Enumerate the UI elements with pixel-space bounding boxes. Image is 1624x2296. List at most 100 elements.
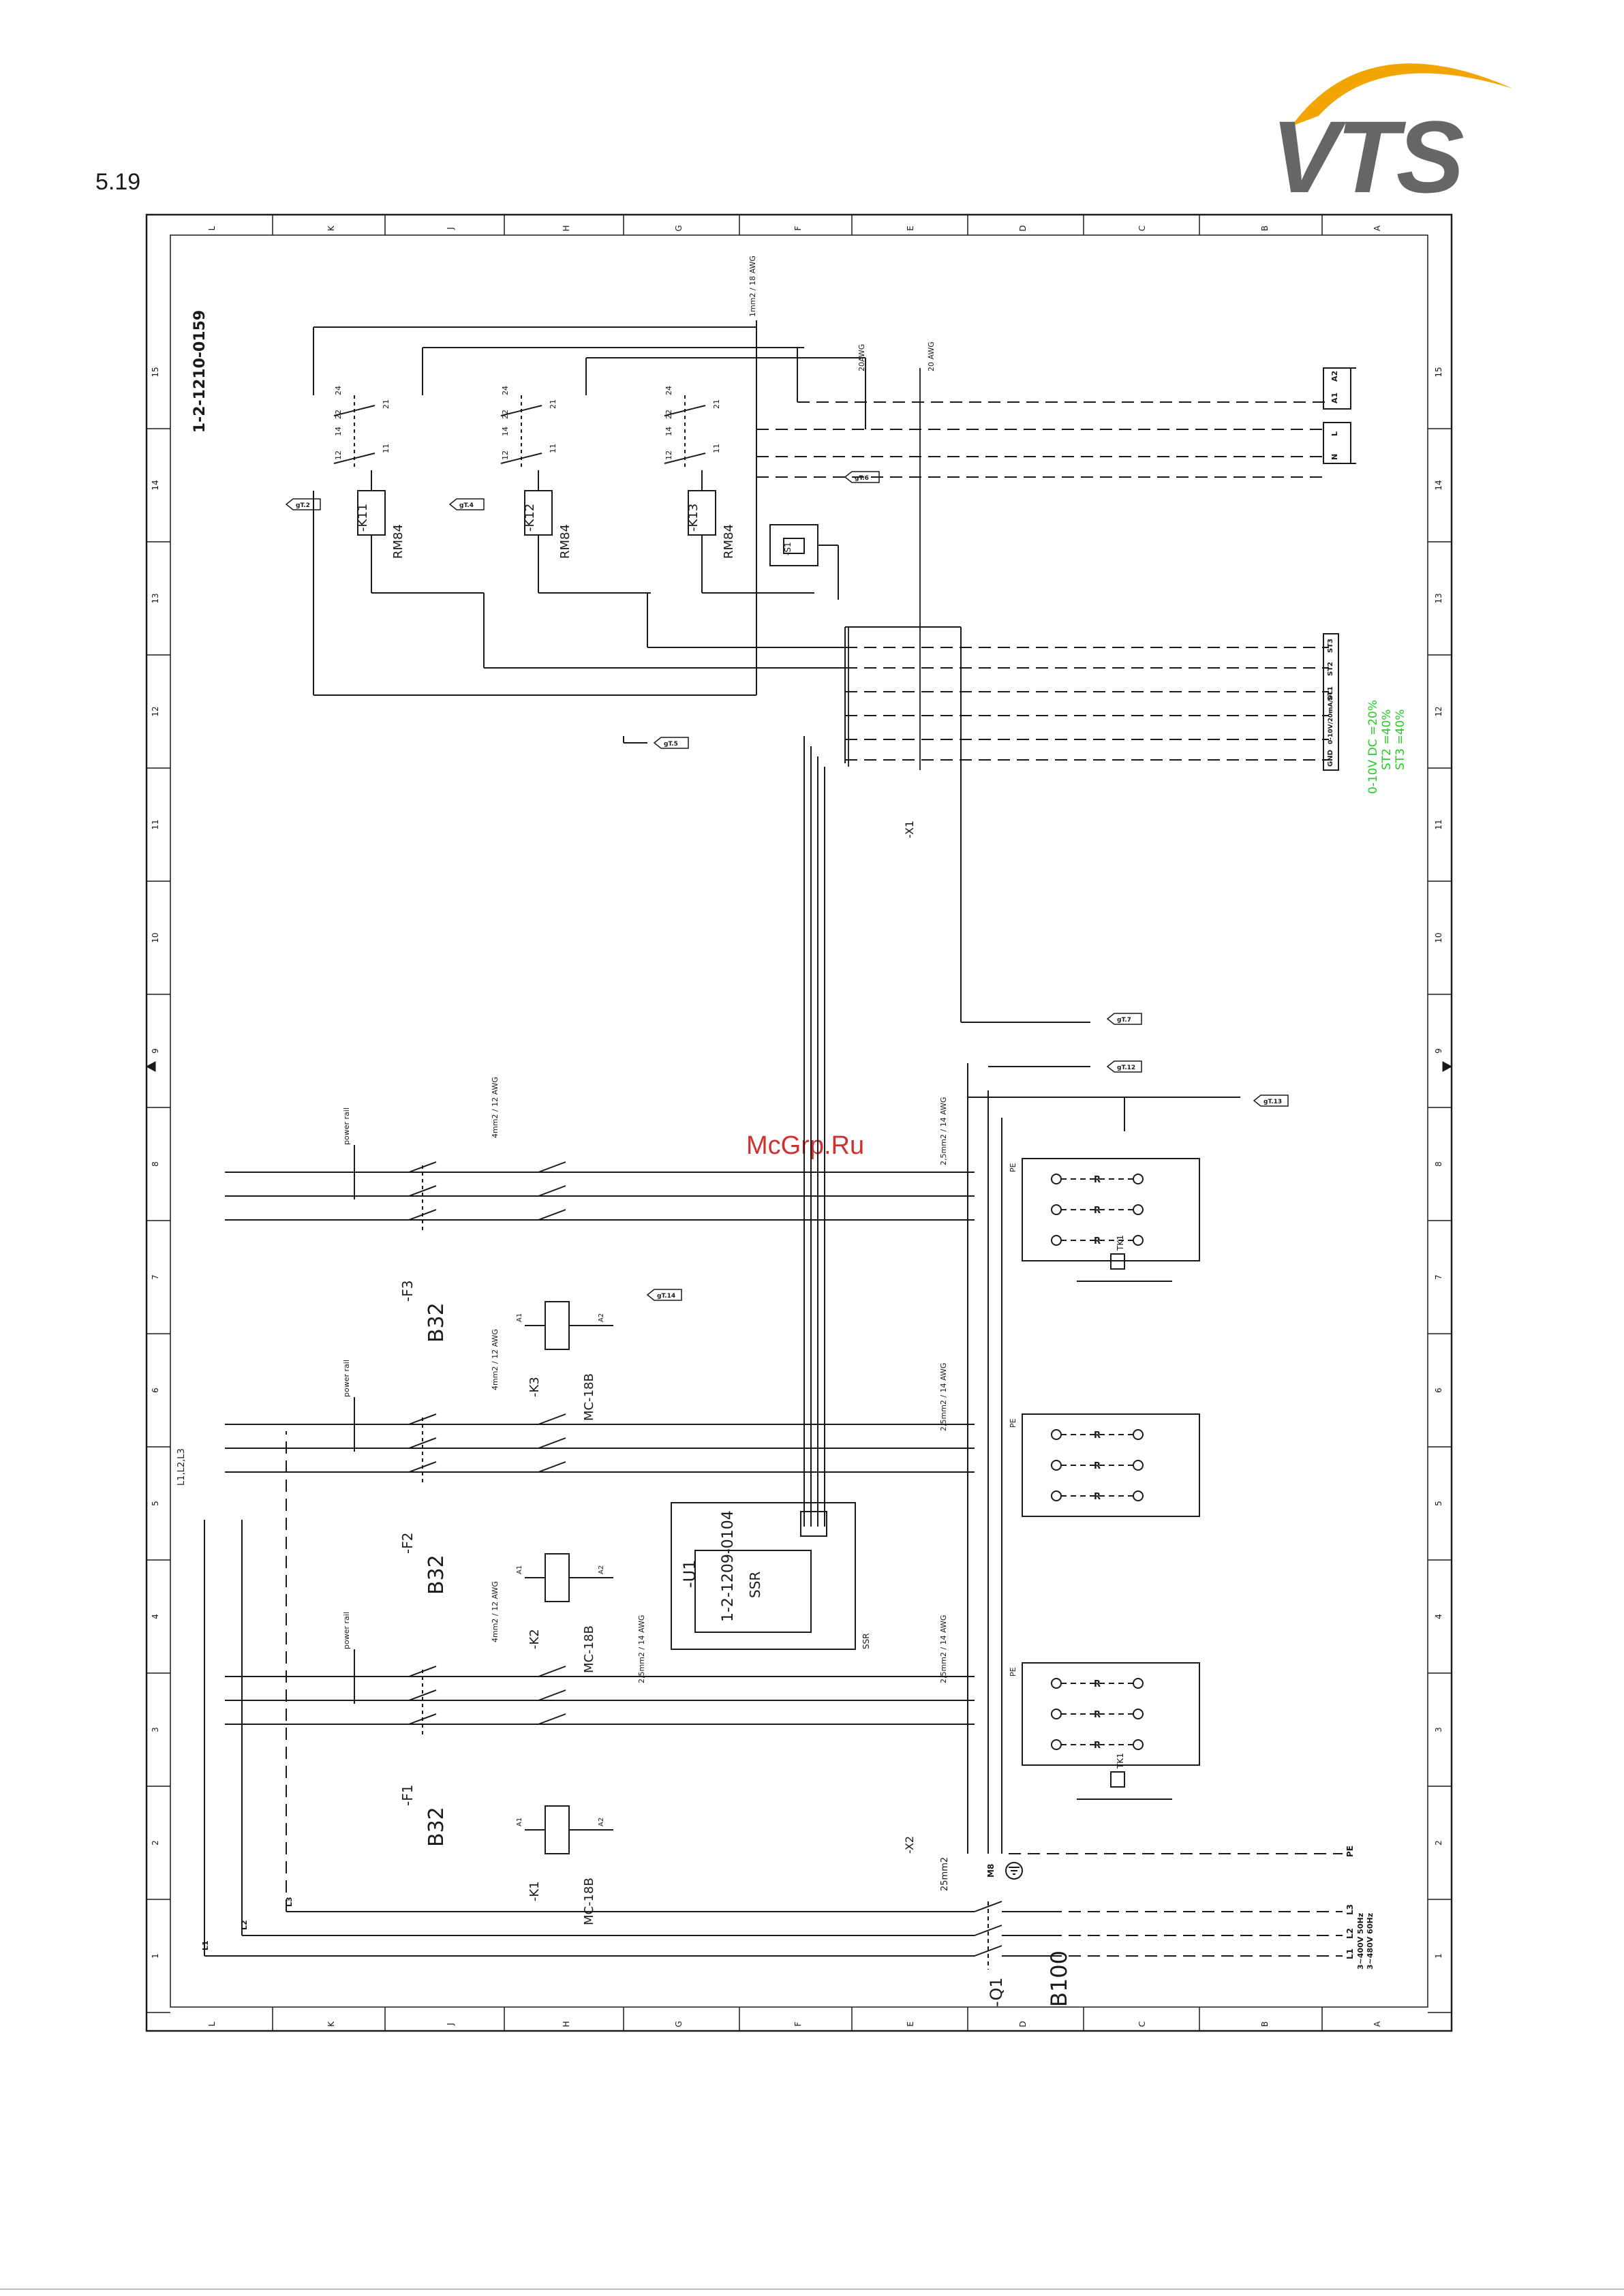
signal-terminal-analog: 0-10V/20mA/DC [1328, 690, 1334, 744]
relay-contact-22-1: 22 [501, 410, 510, 419]
ref-tag-text-2: gT.5 [664, 741, 678, 748]
wire-label-14awg-1: 2,5mm2 / 14 AWG [939, 1363, 948, 1431]
grid-number-left-10: 10 [151, 932, 160, 943]
relay-contact-21-0: 21 [382, 399, 390, 409]
ref-tag-4: gT.7 [1106, 1013, 1142, 1025]
main-feed-wire-label: 25mm2 [940, 1857, 950, 1891]
heater-node-b-1-0 [1133, 1429, 1144, 1440]
mains-label-l3: L3 [1345, 1904, 1355, 1915]
grid-letter-top-A: A [1373, 225, 1382, 231]
main-switch-q1 [974, 1901, 1050, 1970]
grid-letter-top-K: K [326, 225, 336, 231]
grid-letter-top-F: F [793, 226, 803, 230]
heater-mark-0-0: R [1094, 1679, 1101, 1689]
thermal-contact-0: TK1 [1077, 1753, 1172, 1800]
relay-contact-12-2: 12 [664, 450, 673, 460]
relay-contact-22-2: 22 [664, 410, 673, 419]
wire-label-20awg-b: 20 AWG [927, 341, 936, 371]
contactor-tag-2: -K3 [527, 1377, 542, 1397]
breaker-tag-1: -F2 [399, 1533, 416, 1554]
main-switch-tag: -Q1 [987, 1977, 1006, 2007]
ref-tag-3: gT.6 [844, 471, 880, 483]
contactor-tag-1: -K2 [527, 1629, 542, 1649]
grid-number-right-1: 1 [1434, 1953, 1443, 1959]
grid-number-right-5: 5 [1434, 1501, 1443, 1506]
signal-terminal-st1: ST1 [1327, 686, 1334, 701]
grid-number-right-2: 2 [1434, 1840, 1443, 1846]
wire-label-14awg-0: 2,5mm2 / 14 AWG [939, 1615, 948, 1683]
breaker-tag-2: -F3 [399, 1281, 416, 1302]
ssr-caption: SSR [861, 1633, 871, 1649]
heater-mark-2-2: R [1094, 1236, 1101, 1246]
heater-mark-2-0: R [1094, 1175, 1101, 1185]
grid-letter-top-L: L [207, 226, 217, 230]
coil-a1-1: A1 [516, 1565, 523, 1574]
ref-tag-text-1: gT.4 [459, 502, 474, 509]
legend-line-2: ST2 =40% [1380, 709, 1394, 770]
main-switch-rating: B100 [1046, 1950, 1072, 2007]
coil-a1-2: A1 [516, 1313, 523, 1322]
heater-node-a-0-2 [1051, 1739, 1062, 1750]
grid-letter-bottom-B: B [1260, 2021, 1270, 2027]
heater-node-a-2-2 [1051, 1235, 1062, 1246]
contactor-pole-2-1 [538, 1185, 566, 1197]
heater-node-a-0-1 [1051, 1709, 1062, 1719]
signal-terminal-st2: ST2 [1327, 662, 1334, 676]
heater-frame-1 [1022, 1413, 1200, 1517]
grid-letter-top-G: G [674, 225, 684, 231]
relay-type-2: RM84 [722, 524, 736, 559]
grid-number-left-11: 11 [151, 819, 160, 829]
heater-node-b-1-1 [1133, 1460, 1144, 1471]
wire-label-power-0: 4mm2 / 12 AWG [491, 1581, 500, 1642]
relay-contact-14-2: 14 [664, 427, 673, 436]
heater-node-b-0-1 [1133, 1709, 1144, 1719]
coil-a2-1: A2 [598, 1565, 605, 1574]
heater-node-b-2-2 [1133, 1235, 1144, 1246]
ref-tag-box-6 [1253, 1095, 1289, 1107]
grid-letter-top-D: D [1018, 225, 1028, 231]
mains-label-l2: L2 [1345, 1928, 1355, 1939]
signal-terminal-st3: ST3 [1327, 639, 1334, 653]
grid-letter-bottom-J: J [446, 2023, 455, 2026]
grid-number-left-12: 12 [151, 706, 160, 716]
heater-node-b-0-0 [1133, 1678, 1144, 1689]
grid-letter-bottom-F: F [793, 2021, 803, 2026]
grid-letter-top-E: E [906, 226, 915, 231]
contactor-coil-2 [545, 1301, 570, 1350]
grid-letter-top-H: H [562, 225, 571, 231]
heater-node-a-2-1 [1051, 1204, 1062, 1215]
heater-node-a-1-1 [1051, 1460, 1062, 1471]
wire-label-power-1: 4mm2 / 12 AWG [491, 1329, 500, 1390]
ref-tag-2: gT.5 [653, 737, 689, 749]
contactor-type-1: MC-18B [582, 1625, 596, 1673]
drawing-outer-frame [145, 213, 1453, 2032]
grid-number-left-2: 2 [151, 1840, 160, 1846]
grid-number-right-8: 8 [1434, 1161, 1443, 1167]
grid-number-left-8: 8 [151, 1161, 160, 1167]
ref-tag-box-3 [844, 471, 880, 483]
grid-letter-bottom-L: L [207, 2021, 217, 2026]
drawing-inner-frame [170, 234, 1428, 2008]
relay-contact-12-1: 12 [501, 450, 510, 460]
bus-label: L1,L2,L3 [177, 1448, 187, 1486]
coil-a2-2: A2 [598, 1313, 605, 1322]
grid-number-right-6: 6 [1434, 1388, 1443, 1393]
ref-tag-7: gT.14 [646, 1289, 682, 1301]
grid-number-left-5: 5 [151, 1501, 160, 1506]
grid-letter-bottom-E: E [906, 2021, 915, 2027]
wire-label-14awg-2: 2,5mm2 / 14 AWG [939, 1097, 948, 1165]
relay-tag-1: -K12 [523, 504, 537, 532]
heater-node-a-0-0 [1051, 1678, 1062, 1689]
wire-label-14awg-ssr: 2,5mm2 / 14 AWG [637, 1615, 646, 1683]
ssr-label: SSR [747, 1572, 763, 1598]
phase-label-l3: L3 [285, 1897, 294, 1907]
earth-symbol [1005, 1862, 1023, 1880]
heater-mark-0-2: R [1094, 1741, 1101, 1751]
heater-node-a-1-0 [1051, 1429, 1062, 1440]
grid-number-right-11: 11 [1434, 819, 1443, 829]
wire-label-power-2: 4mm2 / 12 AWG [491, 1077, 500, 1138]
logo-arc-icon [1291, 63, 1513, 126]
